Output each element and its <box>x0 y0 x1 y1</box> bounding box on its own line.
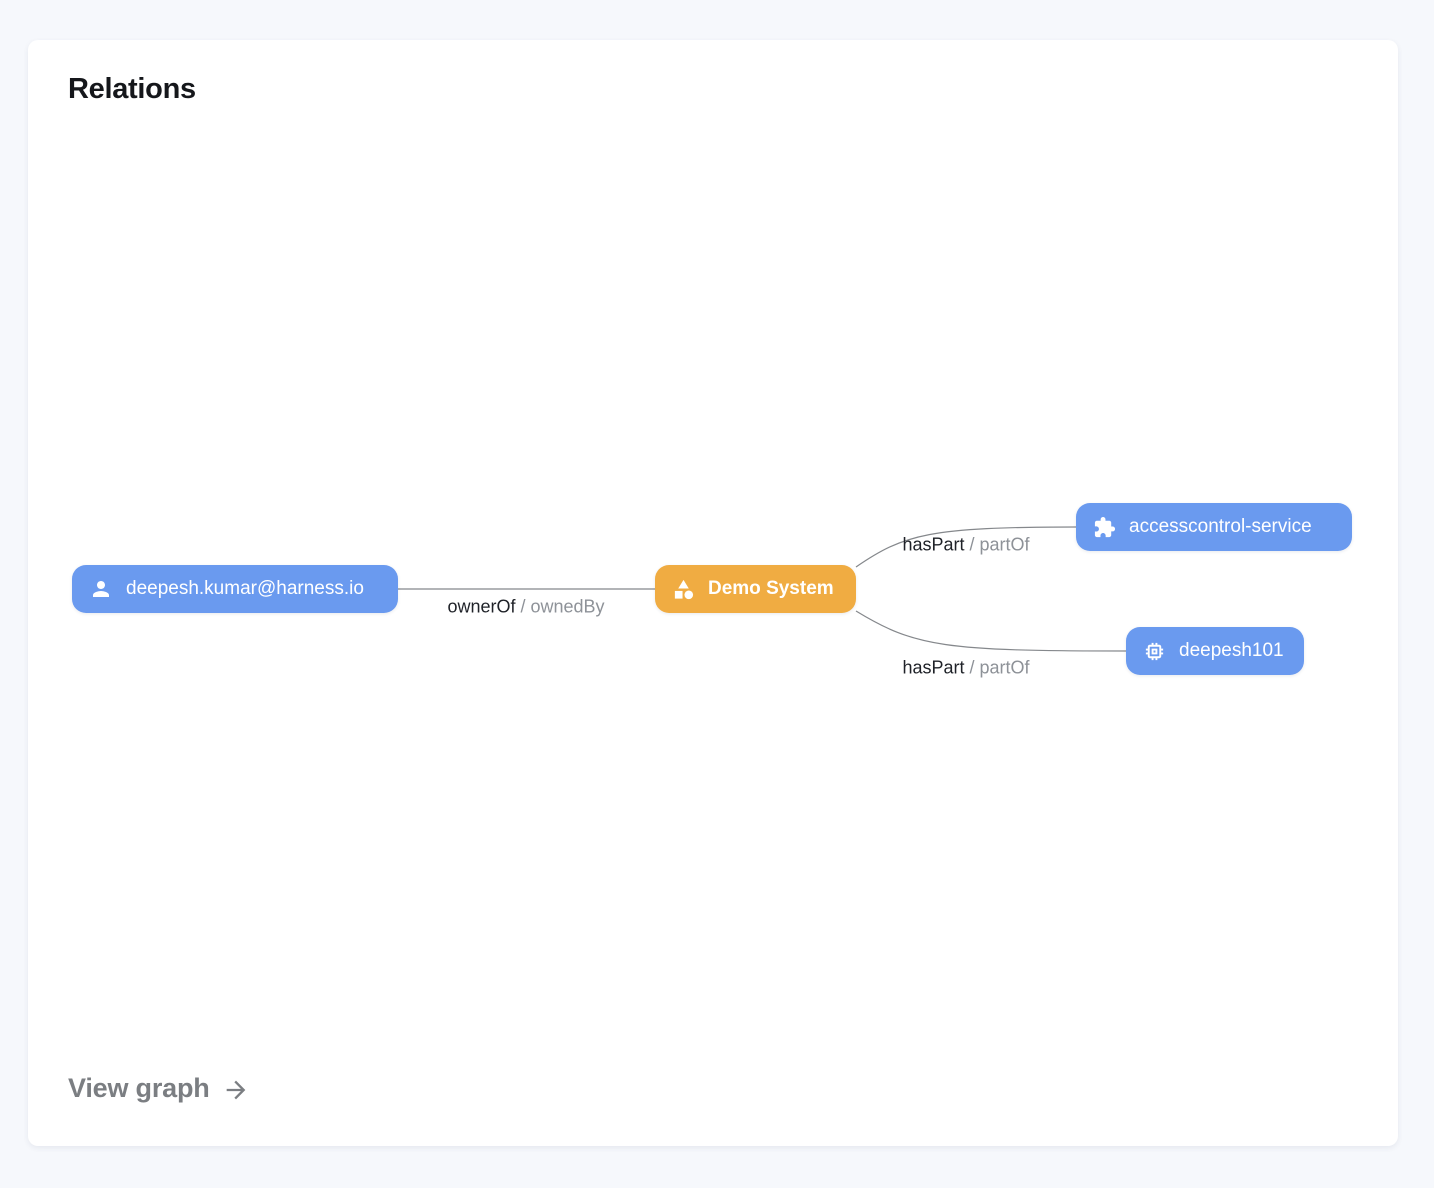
edge-label-secondary: / partOf <box>969 657 1030 678</box>
puzzle-icon <box>1093 516 1116 539</box>
node-deepesh101[interactable]: deepesh101 <box>1126 627 1304 675</box>
chip-icon <box>1143 640 1166 663</box>
edge-label-ownerof: ownerOf / ownedBy <box>447 597 604 618</box>
relations-card: Relations ownerOf / ownedBy hasPart / pa… <box>28 40 1398 1146</box>
edge-label-secondary: / ownedBy <box>520 596 605 617</box>
edge-haspart-bottom <box>855 610 1127 652</box>
node-label: deepesh.kumar@harness.io <box>126 578 364 599</box>
person-icon <box>89 577 113 601</box>
relations-graph: ownerOf / ownedBy hasPart / partOf hasPa… <box>28 40 1398 1146</box>
card-title: Relations <box>68 73 196 105</box>
edge-label-secondary: / partOf <box>969 534 1030 555</box>
view-graph-link[interactable]: View graph <box>68 1073 250 1104</box>
node-accesscontrol-service[interactable]: accesscontrol-service <box>1076 503 1352 551</box>
node-label: accesscontrol-service <box>1129 516 1312 537</box>
edge-label-haspart-bottom: hasPart / partOf <box>902 658 1029 679</box>
edge-haspart-top <box>855 526 1077 568</box>
graph-edges <box>398 526 1127 652</box>
node-demo-system[interactable]: Demo System <box>655 565 856 613</box>
edge-label-primary: hasPart <box>902 534 965 555</box>
node-label: deepesh101 <box>1179 640 1284 661</box>
arrow-right-icon <box>222 1074 250 1104</box>
category-icon <box>672 578 695 601</box>
edge-label-primary: hasPart <box>902 657 965 678</box>
edge-label-primary: ownerOf <box>447 596 516 617</box>
view-graph-label: View graph <box>68 1073 210 1103</box>
node-user[interactable]: deepesh.kumar@harness.io <box>72 565 398 613</box>
node-label: Demo System <box>708 578 834 599</box>
edge-label-haspart-top: hasPart / partOf <box>902 535 1029 556</box>
